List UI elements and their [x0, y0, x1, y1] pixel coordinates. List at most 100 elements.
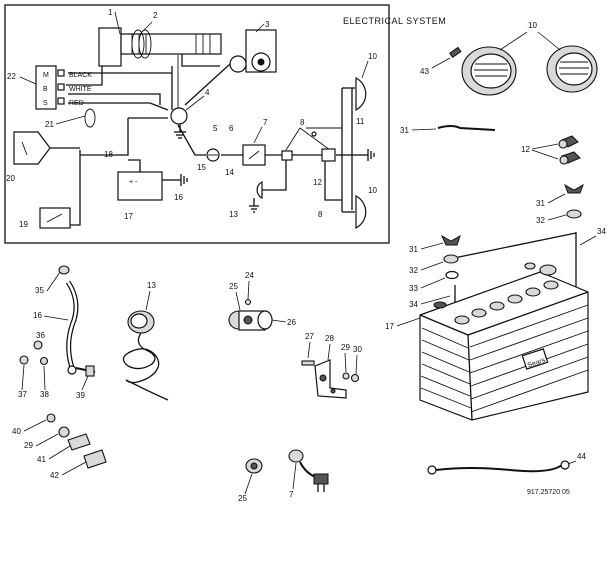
solenoid-symbol [170, 107, 188, 125]
callout-7-low: 7 [289, 490, 294, 499]
callout-25: 25 [229, 282, 238, 291]
callout-31-mid: 31 [536, 199, 545, 208]
starter-generator [98, 27, 222, 67]
callout-32-top: 32 [536, 216, 545, 225]
callout-1: 1 [108, 8, 113, 17]
callout-15: 15 [197, 163, 206, 172]
ignition-key-nut [244, 298, 252, 306]
callout-14: 14 [225, 168, 234, 177]
wire-connectors [558, 135, 581, 165]
terminal-s: S [43, 100, 48, 107]
battery [419, 262, 589, 421]
callout-11: 11 [356, 117, 365, 126]
washer-lower [443, 254, 459, 264]
wire-label-red: RED [69, 100, 84, 107]
ignition-switch-spare [245, 458, 263, 474]
callout-32-low: 32 [409, 266, 418, 275]
terminal-b: B [43, 86, 48, 93]
callout-2: 2 [153, 11, 158, 20]
callout-5: 5 [213, 124, 218, 133]
washer-36 [33, 340, 43, 350]
ammeter-symbol [13, 131, 51, 165]
nut-40 [46, 413, 56, 423]
washer-38 [39, 356, 49, 366]
schematic-border [4, 4, 390, 244]
washer-29 [342, 372, 350, 380]
hold-down-crossbar [453, 232, 577, 259]
headlight-symbol-top [355, 77, 367, 111]
battery-sign: + - [129, 179, 138, 186]
light-switch-symbol [256, 181, 263, 199]
callout-17: 17 [124, 212, 133, 221]
callout-4: 4 [205, 88, 210, 97]
callout-19: 19 [19, 220, 28, 229]
callout-20: 20 [6, 174, 15, 183]
wire-label-black: BLACK [69, 72, 92, 79]
connector-a [281, 150, 293, 161]
callout-31-top: 31 [400, 126, 409, 135]
ground-cable [427, 460, 570, 475]
callout-34-top: 34 [597, 227, 606, 236]
callout-43: 43 [420, 67, 429, 76]
callout-22: 22 [7, 72, 16, 81]
battery-cable [58, 265, 79, 375]
callout-16: 16 [174, 193, 183, 202]
part-code: 917.25720 05 [527, 489, 570, 496]
bulb [449, 46, 462, 59]
callout-26: 26 [287, 318, 296, 327]
callout-27: 27 [305, 332, 314, 341]
ignition-switch [228, 310, 273, 331]
callout-39: 39 [76, 391, 85, 400]
callout-10-headlights: 10 [528, 21, 537, 30]
connector-b [321, 148, 336, 162]
wire-label-white: WHITE [69, 86, 92, 93]
headlight-symbol-bottom [355, 195, 367, 229]
schematic-wiring [66, 54, 375, 226]
callout-6: 6 [229, 124, 234, 133]
callout-13: 13 [229, 210, 238, 219]
callout-29-low: 29 [24, 441, 33, 450]
screw-27 [301, 360, 315, 366]
headlight-assembly [461, 45, 598, 96]
callout-38: 38 [40, 390, 49, 399]
callout-35: 35 [35, 286, 44, 295]
callout-41: 41 [37, 455, 46, 464]
callout-12: 12 [313, 178, 322, 187]
bracket [437, 125, 496, 131]
callout-37: 37 [18, 390, 27, 399]
diagram-title: ELECTRICAL SYSTEM [343, 16, 446, 26]
callout-36: 36 [36, 331, 45, 340]
washer-29b [58, 426, 70, 438]
callout-34-low: 34 [409, 300, 418, 309]
callout-44: 44 [577, 452, 586, 461]
clip-41 [67, 433, 91, 451]
callout-21: 21 [45, 120, 54, 129]
callout-18: 18 [104, 150, 113, 159]
schematic-callouts: 1 2 3 4 5 6 7 8 8 10 10 11 12 13 14 15 1… [6, 8, 377, 229]
callout-12-right: 12 [521, 145, 530, 154]
callout-29: 29 [341, 343, 350, 352]
callout-17-battery: 17 [385, 322, 394, 331]
nut-37 [19, 355, 29, 365]
wing-nut-upper [564, 183, 584, 194]
callout-8-bottom: 8 [318, 210, 323, 219]
callout-30: 30 [353, 345, 362, 354]
nut-33 [445, 270, 459, 280]
callout-28: 28 [325, 334, 334, 343]
battery-symbol [117, 171, 163, 201]
terminal-block-symbol [35, 65, 57, 110]
callout-40: 40 [12, 427, 21, 436]
callout-7: 7 [263, 118, 268, 127]
ignition-harness [288, 449, 329, 492]
callout-13-switch: 13 [147, 281, 156, 290]
mounting-bracket [314, 359, 347, 399]
ignition-block [229, 29, 277, 73]
terminal-m: M [43, 72, 49, 79]
callout-24: 24 [245, 271, 254, 280]
callout-3: 3 [265, 20, 270, 29]
callout-31-low: 31 [409, 245, 418, 254]
nut-30 [350, 373, 360, 383]
callout-10-bottom: 10 [368, 186, 377, 195]
